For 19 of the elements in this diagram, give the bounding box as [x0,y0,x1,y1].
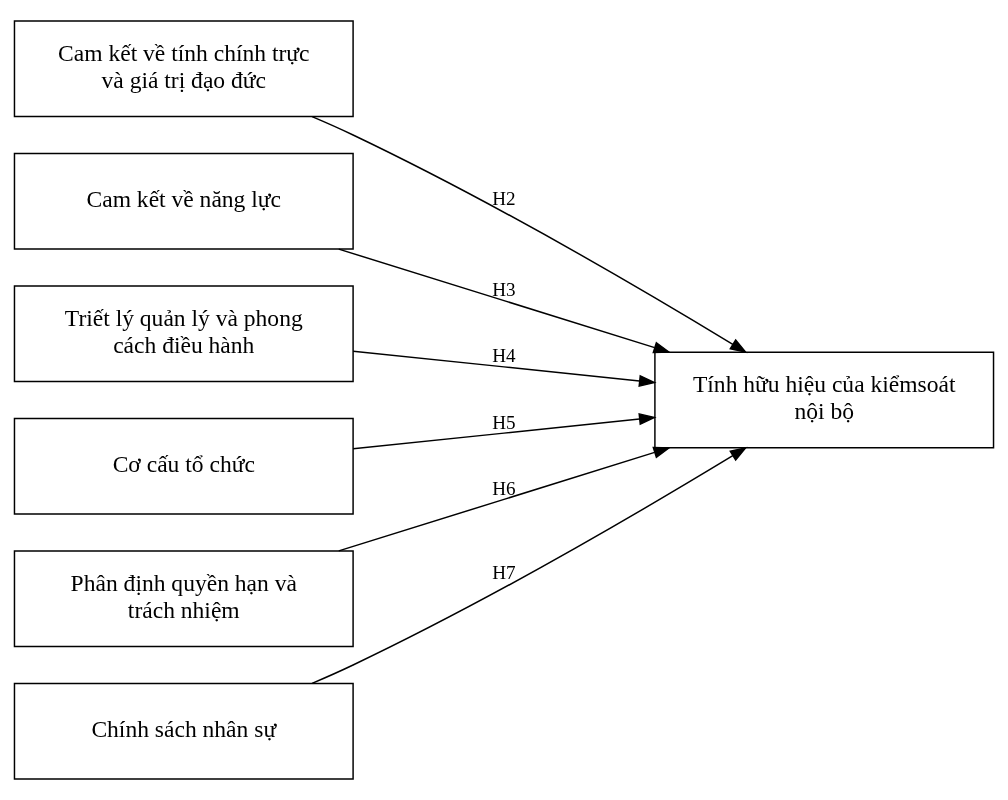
edge-label: H5 [492,411,516,433]
arrow [352,412,657,450]
node-box: Triết lý quản lý và phong cách điều hành [13,285,354,383]
node-box: Tính hữu hiệu của kiểmsoát nội bộ [654,351,995,449]
edge-label: H6 [492,477,516,499]
arrow [338,446,672,552]
arrow [311,446,748,685]
arrow [352,350,657,388]
node-box: Chính sách nhân sự [13,682,354,780]
arrow [311,115,748,354]
arrow [338,248,672,354]
edge-label: H4 [492,345,516,367]
node-box: Cam kết về năng lực [13,152,354,250]
node-box: Phân định quyền hạn và trách nhiệm [13,550,354,648]
edge-label: H7 [492,561,516,583]
edge-label: H3 [492,279,516,301]
edge-label: H2 [492,187,516,209]
node-box: Cam kết về tính chính trực và giá trị đạo đức [13,20,354,118]
node-box: Cơ cấu tổ chức [13,417,354,515]
